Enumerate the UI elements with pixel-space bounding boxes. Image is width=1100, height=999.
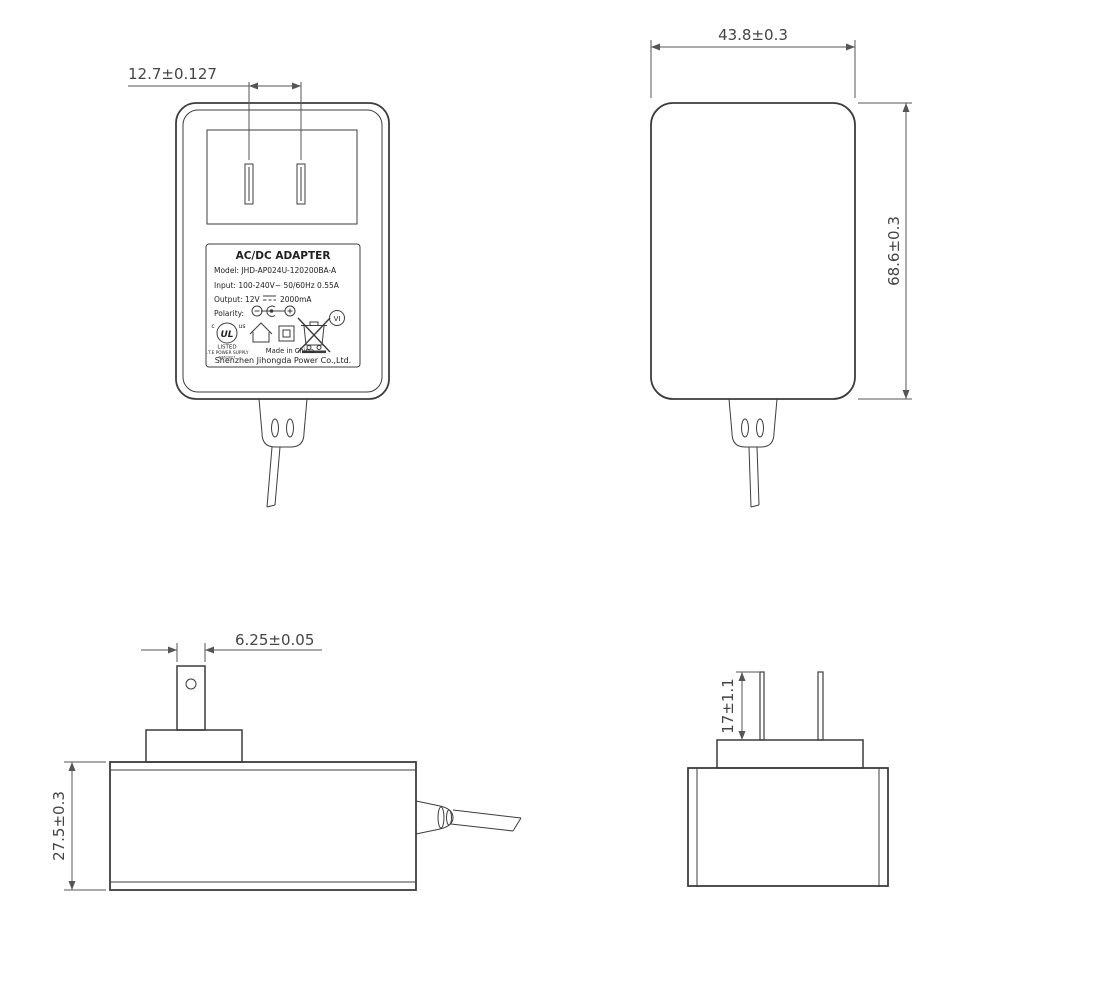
arrowhead <box>249 82 258 90</box>
weee-bin-icon <box>297 317 331 354</box>
ul-icon: UL c us LISTED I.T.E POWER SUPPLY E36182… <box>206 322 249 360</box>
back-view: 43.8±0.3 68.6±0.3 <box>650 26 912 508</box>
dim-body-thickness-text: 27.5±0.3 <box>50 791 68 861</box>
plug-prong-right-front <box>296 163 306 205</box>
dim-prong-spacing-text: 12.7±0.127 <box>128 65 217 83</box>
ul-file-number: E361827 <box>219 355 236 360</box>
dc-symbol <box>263 295 276 301</box>
plug-prong-left-top <box>759 671 765 741</box>
dim-prong-length-text: 17±1.1 <box>719 678 737 734</box>
polarity-symbol <box>251 305 296 317</box>
plug-base-side <box>145 729 243 763</box>
plug-base-top <box>716 739 864 769</box>
arrowhead <box>68 762 76 771</box>
front-view: 12.7±0.127 AC/DC ADAPTER Model: JHD-AP02… <box>128 65 390 508</box>
plug-face-recess <box>206 129 358 225</box>
cable-side <box>450 809 522 832</box>
arrowhead <box>738 672 746 681</box>
dimension-body-width: 43.8±0.3 <box>650 26 856 98</box>
top-view: 17±1.1 <box>687 671 889 887</box>
adapter-body-side <box>109 761 417 891</box>
arrowhead <box>902 103 910 112</box>
side-view: 6.25±0.05 27.5±0.3 <box>50 631 522 891</box>
rating-label-border <box>205 243 361 368</box>
efficiency-vi-text: VI <box>334 315 341 323</box>
dimension-body-height: 68.6±0.3 <box>858 102 912 400</box>
dim-body-height-text: 68.6±0.3 <box>885 216 903 286</box>
cable-front <box>266 446 281 508</box>
ul-us-text: us <box>239 323 246 330</box>
dim-body-width-text: 43.8±0.3 <box>718 26 788 44</box>
label-made-in: Made in China <box>266 347 314 355</box>
adapter-body-top <box>687 767 889 887</box>
label-input: Input: 100-240V~ 50/60Hz 0.55A <box>214 281 340 290</box>
label-title: AC/DC ADAPTER <box>236 250 331 262</box>
dimension-prong-width: 6.25±0.05 <box>141 631 322 662</box>
plug-prong-left-front <box>244 163 254 205</box>
arrowhead <box>902 390 910 399</box>
strain-relief-front <box>258 398 308 448</box>
label-polarity: Polarity: <box>214 309 244 318</box>
plug-prong-right-top <box>817 671 824 741</box>
label-model: Model: JHD-AP024U-120200BA-A <box>214 266 337 275</box>
rating-label: AC/DC ADAPTER Model: JHD-AP024U-120200BA… <box>205 243 361 368</box>
ul-logo-text: UL <box>220 330 233 340</box>
adapter-body-front-inner-line <box>182 109 383 393</box>
arrowhead <box>846 43 855 51</box>
arrowhead <box>68 881 76 890</box>
dimension-prong-length: 17±1.1 <box>719 671 760 740</box>
label-output-suffix: 2000mA <box>280 295 312 304</box>
efficiency-vi-icon: VI <box>329 310 345 326</box>
adapter-body-back <box>650 102 856 400</box>
arrowhead <box>738 731 746 740</box>
dimension-body-thickness: 27.5±0.3 <box>50 761 106 891</box>
plug-prong-side <box>176 665 206 731</box>
cable-back <box>748 446 760 508</box>
strain-relief-back <box>728 398 778 448</box>
ul-c-text: c <box>211 323 214 330</box>
dimension-prong-spacing: 12.7±0.127 <box>128 65 302 160</box>
arrowhead <box>168 646 177 654</box>
arrowhead <box>292 82 301 90</box>
label-company: Shenzhen Jihongda Power Co.,Ltd. <box>215 356 352 365</box>
strain-relief-side <box>415 800 454 835</box>
house-icon <box>249 322 273 343</box>
label-output-prefix: Output: 12V <box>214 295 261 304</box>
ul-ite-text: I.T.E POWER SUPPLY <box>206 350 249 356</box>
class-ii-icon <box>278 325 295 342</box>
ul-listed-text: LISTED <box>217 345 236 351</box>
arrowhead <box>651 43 660 51</box>
arrowhead <box>205 646 214 654</box>
dim-prong-width-text: 6.25±0.05 <box>235 631 314 649</box>
